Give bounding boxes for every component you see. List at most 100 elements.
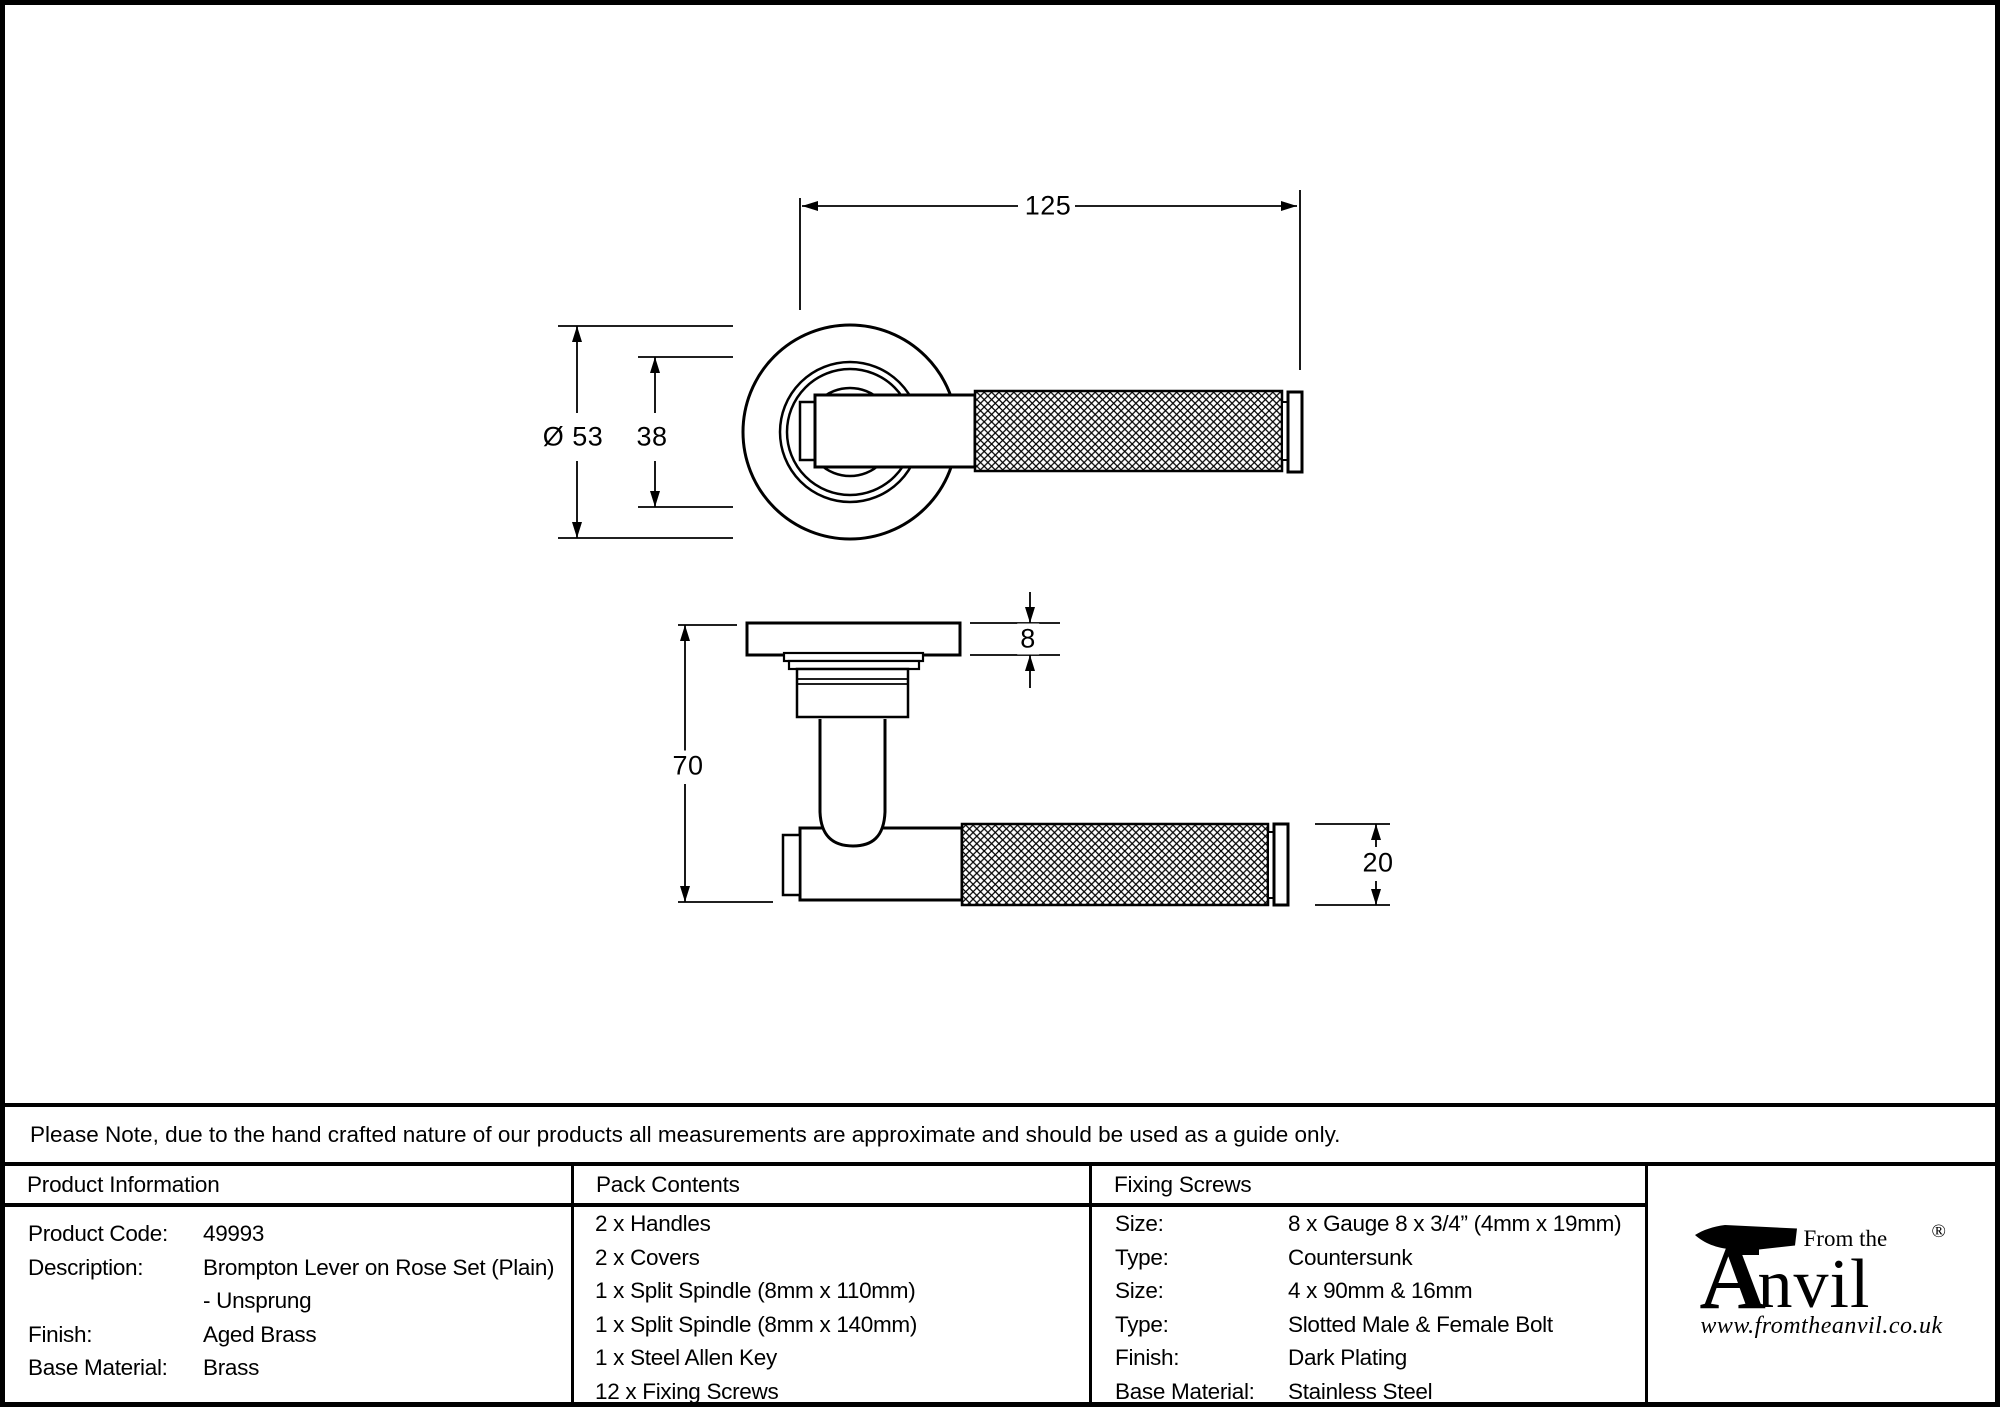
row-value: - Unsprung <box>203 1288 312 1313</box>
row-value: Stainless Steel <box>1288 1378 1433 1404</box>
brand-name-rest: nvil <box>1757 1246 1871 1323</box>
dim-length-line <box>799 190 1301 370</box>
dim-length-label: 125 <box>1021 190 1075 222</box>
product-info-body: Product Code: 49993 Description: Brompto… <box>5 1207 571 1402</box>
arrowhead <box>1281 201 1297 211</box>
pack-item: 12 x Fixing Screws <box>595 1378 779 1404</box>
fixing-screws-row: Base Material: Stainless Steel <box>1115 1375 1645 1407</box>
table-columns: Product Information Product Code: 49993 … <box>5 1166 1995 1404</box>
fixing-screws-row: Finish: Dark Plating <box>1115 1341 1645 1375</box>
row-label <box>28 1284 203 1318</box>
dim-height-label: 70 <box>669 750 707 782</box>
arrowhead <box>1371 889 1381 905</box>
drawing-canvas <box>558 190 1390 907</box>
fixing-screws-row: Size: 4 x 90mm & 16mm <box>1115 1274 1645 1308</box>
product-info-header: Product Information <box>5 1166 571 1207</box>
brand-column: A nvil From the ® www.fromtheanvil.co.uk <box>1648 1166 1995 1402</box>
product-info-row: Base Material: Brass <box>28 1351 571 1385</box>
from-the-anvil-logo: A nvil From the ® www.fromtheanvil.co.uk <box>1692 1221 1952 1343</box>
pack-item: 1 x Split Spindle (8mm x 110mm) <box>595 1278 916 1303</box>
pack-contents-header: Pack Contents <box>574 1166 1089 1207</box>
row-label: Type: <box>1115 1244 1169 1270</box>
row-value: 8 x Gauge 8 x 3/4” (4mm x 19mm) <box>1288 1211 1622 1236</box>
arrowhead <box>1371 824 1381 840</box>
rose-cylinder-groove <box>797 678 908 685</box>
arrowhead <box>802 201 818 211</box>
rose-cylinder <box>795 667 910 719</box>
pack-item: 1 x Steel Allen Key <box>595 1345 777 1370</box>
dim-inner-diameter-label: 38 <box>633 421 671 453</box>
info-table: Please Note, due to the hand crafted nat… <box>5 1103 1995 1404</box>
pack-item: 2 x Covers <box>595 1244 700 1270</box>
rose-plate <box>745 621 962 657</box>
product-info-row: Finish: Aged Brass <box>28 1318 571 1352</box>
arrowhead <box>572 326 582 342</box>
dim-lever-diameter-label: 20 <box>1359 847 1397 879</box>
pack-item: 2 x Handles <box>595 1211 711 1236</box>
lever-body-side <box>798 826 964 902</box>
fixing-screws-column: Fixing Screws Size: 8 x Gauge 8 x 3/4” (… <box>1092 1166 1648 1404</box>
measurement-note-text: Please Note, due to the hand crafted nat… <box>30 1121 1341 1147</box>
arrowhead <box>572 522 582 538</box>
anvil-icon <box>1694 1225 1797 1255</box>
row-value: Slotted Male & Female Bolt <box>1288 1311 1553 1337</box>
dimension-lines <box>558 190 1390 906</box>
arrowhead <box>680 886 690 902</box>
fixing-screws-row: Type: Countersunk <box>1115 1241 1645 1275</box>
product-info-row: - Unsprung <box>28 1284 571 1318</box>
row-value: Brass <box>203 1355 260 1380</box>
row-value: Dark Plating <box>1288 1345 1407 1370</box>
fixing-screws-body: Size: 8 x Gauge 8 x 3/4” (4mm x 19mm) Ty… <box>1092 1207 1645 1407</box>
arrowhead <box>1025 607 1035 623</box>
brand-name-initial: A <box>1699 1226 1766 1328</box>
side-view <box>745 621 1290 907</box>
arrowhead <box>680 625 690 641</box>
row-label: Finish: <box>28 1321 93 1347</box>
measurement-note: Please Note, due to the hand crafted nat… <box>5 1103 1995 1166</box>
lever-smooth-section <box>813 393 977 469</box>
arrowhead <box>650 491 660 507</box>
dim-rose-thickness-line <box>970 592 1060 688</box>
registered-mark: ® <box>1931 1221 1946 1242</box>
row-label: Product Code: <box>28 1221 168 1246</box>
row-value: Countersunk <box>1288 1244 1413 1270</box>
fixing-screws-row: Size: 8 x Gauge 8 x 3/4” (4mm x 19mm) <box>1115 1207 1645 1241</box>
dim-height-line <box>678 624 773 903</box>
fixing-screws-header: Fixing Screws <box>1092 1166 1645 1207</box>
brand-prefix: From the <box>1803 1226 1888 1251</box>
fixing-screws-row: Type: Slotted Male & Female Bolt <box>1115 1308 1645 1342</box>
arrowhead <box>1025 655 1035 671</box>
row-label: Description: <box>28 1254 144 1280</box>
brand-website: www.fromtheanvil.co.uk <box>1700 1313 1943 1339</box>
lever-left-cap <box>781 833 802 897</box>
row-value: Brompton Lever on Rose Set (Plain) <box>203 1254 555 1280</box>
rose-step-1 <box>782 651 925 663</box>
pack-contents-body: 2 x Handles 2 x Covers 1 x Split Spindle… <box>574 1207 1089 1407</box>
row-label: Type: <box>1115 1311 1169 1337</box>
product-info-column: Product Information Product Code: 49993 … <box>5 1166 574 1402</box>
dim-rose-diameter-line <box>558 325 733 539</box>
pack-item: 1 x Split Spindle (8mm x 140mm) <box>595 1311 918 1337</box>
row-label: Size: <box>1115 1211 1164 1236</box>
row-value: 49993 <box>203 1221 265 1246</box>
top-view <box>741 323 1304 541</box>
lever-end-cap <box>1286 390 1304 474</box>
lever-knurled-section <box>973 389 1284 473</box>
lever-end-cap-side <box>1272 822 1290 907</box>
product-info-row: Description: Brompton Lever on Rose Set … <box>28 1251 571 1285</box>
lever-knurled-section-side <box>960 822 1270 907</box>
row-value: 4 x 90mm & 16mm <box>1288 1278 1473 1303</box>
dim-rose-diameter-label: Ø 53 <box>539 421 607 453</box>
dim-rose-thickness-label: 8 <box>1017 623 1039 655</box>
pack-contents-list: 2 x Handles 2 x Covers 1 x Split Spindle… <box>574 1207 1089 1407</box>
row-label: Finish: <box>1115 1345 1180 1370</box>
product-info-row: Product Code: 49993 <box>28 1217 571 1251</box>
dim-lever-diameter-line <box>1315 823 1390 906</box>
pack-contents-column: Pack Contents 2 x Handles 2 x Covers 1 x… <box>574 1166 1092 1404</box>
arrowhead <box>650 357 660 373</box>
row-label: Base Material: <box>1115 1378 1255 1404</box>
technical-drawing: 125 Ø 53 38 8 70 20 <box>539 190 1397 907</box>
row-value: Aged Brass <box>203 1321 317 1347</box>
lever-collar <box>798 400 817 462</box>
